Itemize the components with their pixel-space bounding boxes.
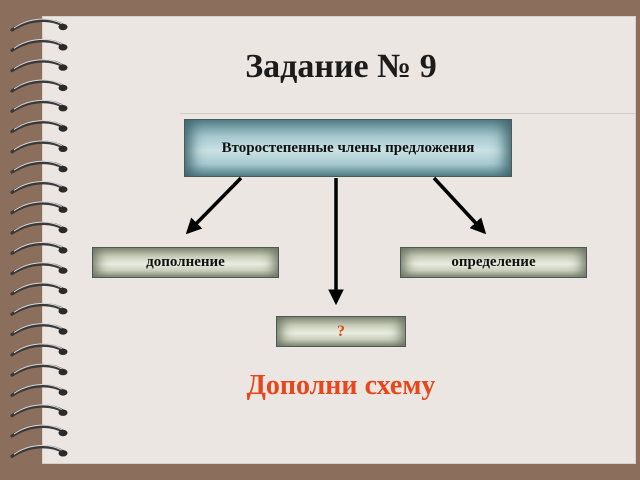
binding-hole [58, 267, 68, 274]
binding-ring [10, 161, 66, 174]
binding-ring [10, 39, 66, 52]
binding-ring-highlight [13, 363, 63, 374]
unknown-node-label: ? [337, 322, 345, 340]
binding-ring [10, 242, 66, 255]
binding-ring [10, 18, 66, 32]
binding-hole [58, 308, 68, 315]
binding-ring-highlight [13, 160, 63, 171]
spiral-binding [10, 18, 68, 458]
child-node-unknown[interactable]: ? [276, 316, 406, 347]
binding-ring [10, 384, 66, 397]
binding-hole [58, 186, 68, 193]
binding-ring [10, 364, 66, 377]
binding-ring-highlight [13, 384, 63, 394]
binding-ring [10, 323, 66, 337]
binding-hole [58, 226, 68, 234]
binding-ring [10, 282, 66, 296]
binding-hole [58, 450, 68, 457]
binding-hole [58, 23, 68, 31]
binding-hole [58, 165, 68, 173]
binding-hole [58, 44, 68, 51]
binding-ring-highlight [13, 404, 63, 415]
binding-hole [58, 368, 68, 376]
slide-page [42, 16, 636, 464]
binding-ring-highlight [13, 181, 63, 191]
binding-hole [58, 105, 68, 112]
binding-hole [58, 287, 68, 295]
binding-ring-highlight [13, 99, 63, 110]
binding-hole [58, 409, 68, 416]
binding-ring [10, 120, 66, 134]
binding-ring [10, 404, 66, 418]
binding-ring [10, 201, 66, 215]
binding-ring-highlight [13, 59, 63, 70]
binding-ring-highlight [13, 39, 63, 49]
binding-ring-highlight [13, 424, 63, 435]
binding-ring-highlight [13, 18, 63, 29]
binding-ring-highlight [13, 343, 63, 354]
arrow-to-right-child [432, 176, 487, 235]
binding-hole [58, 125, 68, 132]
binding-ring-highlight [13, 302, 63, 313]
binding-ring [10, 79, 66, 93]
binding-ring-highlight [13, 323, 63, 333]
binding-hole [58, 247, 68, 254]
binding-hole [58, 145, 68, 152]
root-node: Второстепенные члены предложения [184, 119, 512, 177]
binding-hole [58, 348, 68, 355]
binding-ring [10, 262, 66, 276]
arrow-to-left-child [185, 176, 243, 235]
binding-ring [10, 343, 66, 357]
binding-ring [10, 221, 66, 235]
binding-hole [58, 206, 68, 213]
binding-hole [58, 328, 68, 335]
child-node-label: определение [451, 254, 536, 270]
binding-ring [10, 303, 66, 316]
binding-hole [58, 429, 68, 437]
binding-ring [10, 59, 66, 73]
binding-ring [10, 181, 66, 194]
binding-ring [10, 100, 66, 113]
binding-ring-highlight [13, 282, 63, 293]
instruction-text: Дополни схему [246, 370, 436, 401]
title-divider [180, 113, 636, 114]
binding-ring [10, 140, 66, 154]
binding-ring-highlight [13, 140, 63, 151]
binding-ring-highlight [13, 120, 63, 130]
binding-ring-highlight [13, 201, 63, 212]
page-title: Задание № 9 [245, 48, 437, 85]
binding-ring [10, 445, 66, 458]
binding-ring [10, 424, 66, 438]
child-node-opredelenie: определение [400, 247, 587, 278]
root-node-label: Второстепенные члены предложения [221, 139, 475, 156]
binding-ring-highlight [13, 221, 63, 232]
binding-ring-highlight [13, 242, 63, 252]
child-node-dopolnenie: дополнение [92, 247, 279, 278]
binding-hole [58, 64, 68, 71]
binding-ring-highlight [13, 445, 63, 455]
child-node-label: дополнение [146, 254, 225, 270]
binding-hole [58, 389, 68, 396]
binding-ring-highlight [13, 79, 63, 90]
binding-hole [58, 84, 68, 92]
binding-ring-highlight [13, 262, 63, 273]
